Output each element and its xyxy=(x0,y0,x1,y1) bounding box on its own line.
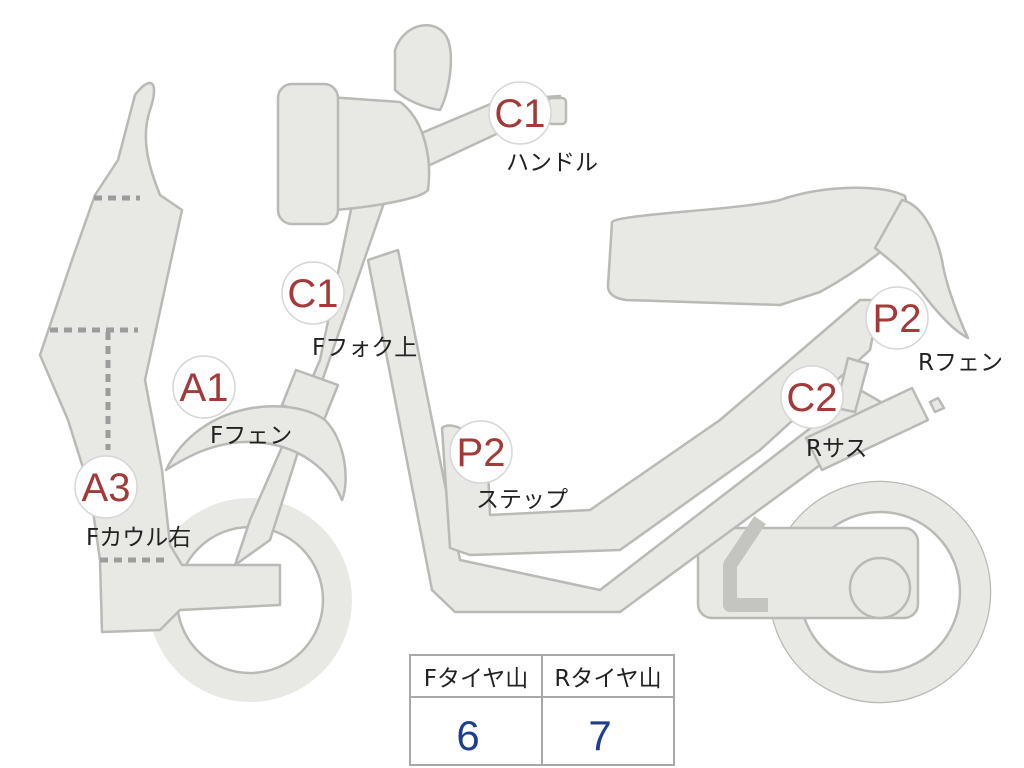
front-fender xyxy=(166,406,346,500)
marker-label: Rフェン xyxy=(918,350,1003,376)
front-tire-header: Fタイヤ山 xyxy=(424,666,529,692)
rear-tire-value: 7 xyxy=(588,712,611,759)
tire-tread-table: Fタイヤ山 Rタイヤ山 6 7 xyxy=(410,655,674,765)
marker-code: C1 xyxy=(287,272,338,316)
front-fork xyxy=(235,190,385,565)
marker-label: Fカウル右 xyxy=(86,525,191,551)
marker-code: A1 xyxy=(180,366,229,410)
marker-code: C1 xyxy=(494,92,545,136)
marker-label: Fフォク上 xyxy=(312,335,417,361)
rear-tire-header: Rタイヤ山 xyxy=(554,666,661,692)
marker-label: ハンドル xyxy=(506,150,598,176)
front-tire-value: 6 xyxy=(456,712,479,759)
marker-code: A3 xyxy=(82,466,131,510)
marker-code: C2 xyxy=(786,376,837,420)
marker-label: Fフェン xyxy=(210,423,292,449)
marker-label: Rサス xyxy=(806,436,868,462)
marker-handle: C1 ハンドル xyxy=(489,82,598,176)
marker-code: P2 xyxy=(457,431,506,475)
engine-unit xyxy=(698,520,918,618)
marker-code: P2 xyxy=(873,297,922,341)
seat xyxy=(608,188,910,305)
marker-label: ステップ xyxy=(476,487,568,513)
